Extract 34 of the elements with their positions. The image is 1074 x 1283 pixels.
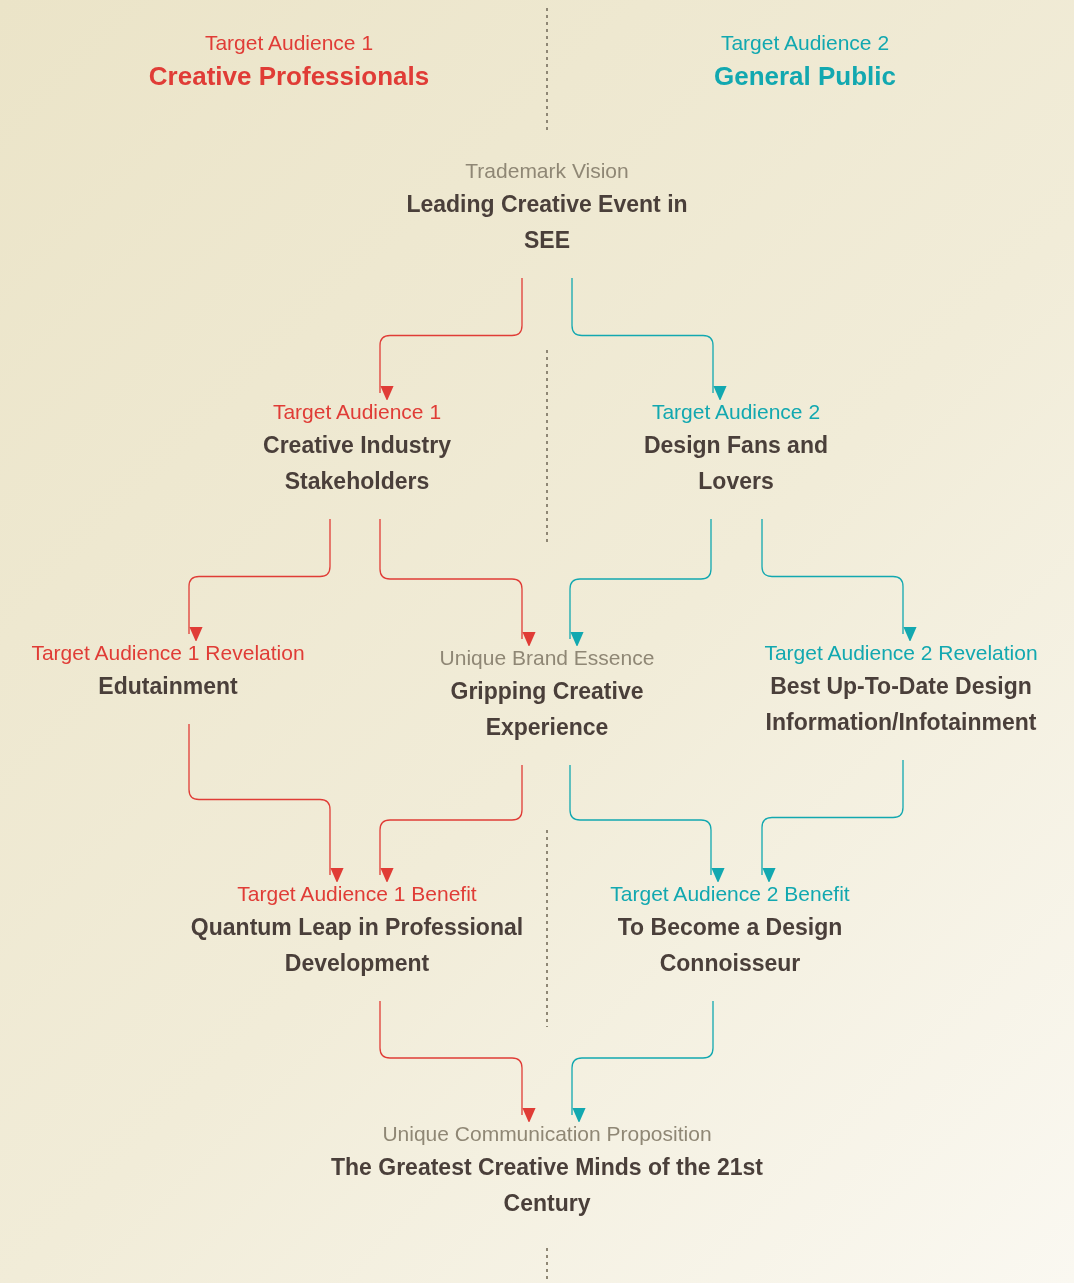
node-title: Edutainment	[98, 672, 238, 701]
node-subtitle: Target Audience 2	[651, 399, 821, 425]
arrow	[571, 277, 727, 401]
node-subtitle: Unique Brand Essence	[439, 645, 655, 671]
node-title: Gripping Creative Experience	[449, 677, 645, 742]
arrow	[761, 518, 917, 642]
node-subtitle: Unique Communication Proposition	[382, 1121, 712, 1147]
arrow	[569, 764, 725, 883]
arrow	[379, 1000, 536, 1123]
node-subtitle: Target Audience 1	[204, 30, 374, 56]
node-subtitle: Target Audience 1 Benefit	[237, 881, 477, 907]
node-subtitle: Target Audience 1	[272, 399, 442, 425]
node-title: The Greatest Creative Minds of the 21st Century	[330, 1153, 764, 1218]
arrow	[379, 518, 536, 647]
arrow	[569, 518, 712, 647]
node-subtitle: Trademark Vision	[465, 158, 629, 184]
arrow	[761, 759, 904, 883]
arrow	[188, 518, 331, 642]
node-title: Best Up-To-Date Design Information/Infotainment	[764, 672, 1038, 737]
arrow	[188, 723, 344, 883]
node-title: Design Fans and Lovers	[642, 431, 829, 496]
node-title: Creative Industry Stakeholders	[262, 431, 452, 496]
node-title: Creative Professionals	[148, 60, 430, 93]
node-title: Leading Creative Event in SEE	[405, 190, 689, 255]
node-subtitle: Target Audience 1 Revelation	[31, 640, 305, 666]
arrow	[571, 1000, 714, 1123]
node-subtitle: Target Audience 2	[720, 30, 890, 56]
node-subtitle: Target Audience 2 Benefit	[610, 881, 850, 907]
arrow	[379, 764, 523, 883]
node-title: Quantum Leap in Professional Development	[189, 913, 525, 978]
node-title: To Become a Design Connoisseur	[616, 913, 844, 978]
arrow	[379, 277, 523, 401]
node-subtitle: Target Audience 2 Revelation	[764, 640, 1038, 666]
node-title: General Public	[713, 60, 897, 93]
